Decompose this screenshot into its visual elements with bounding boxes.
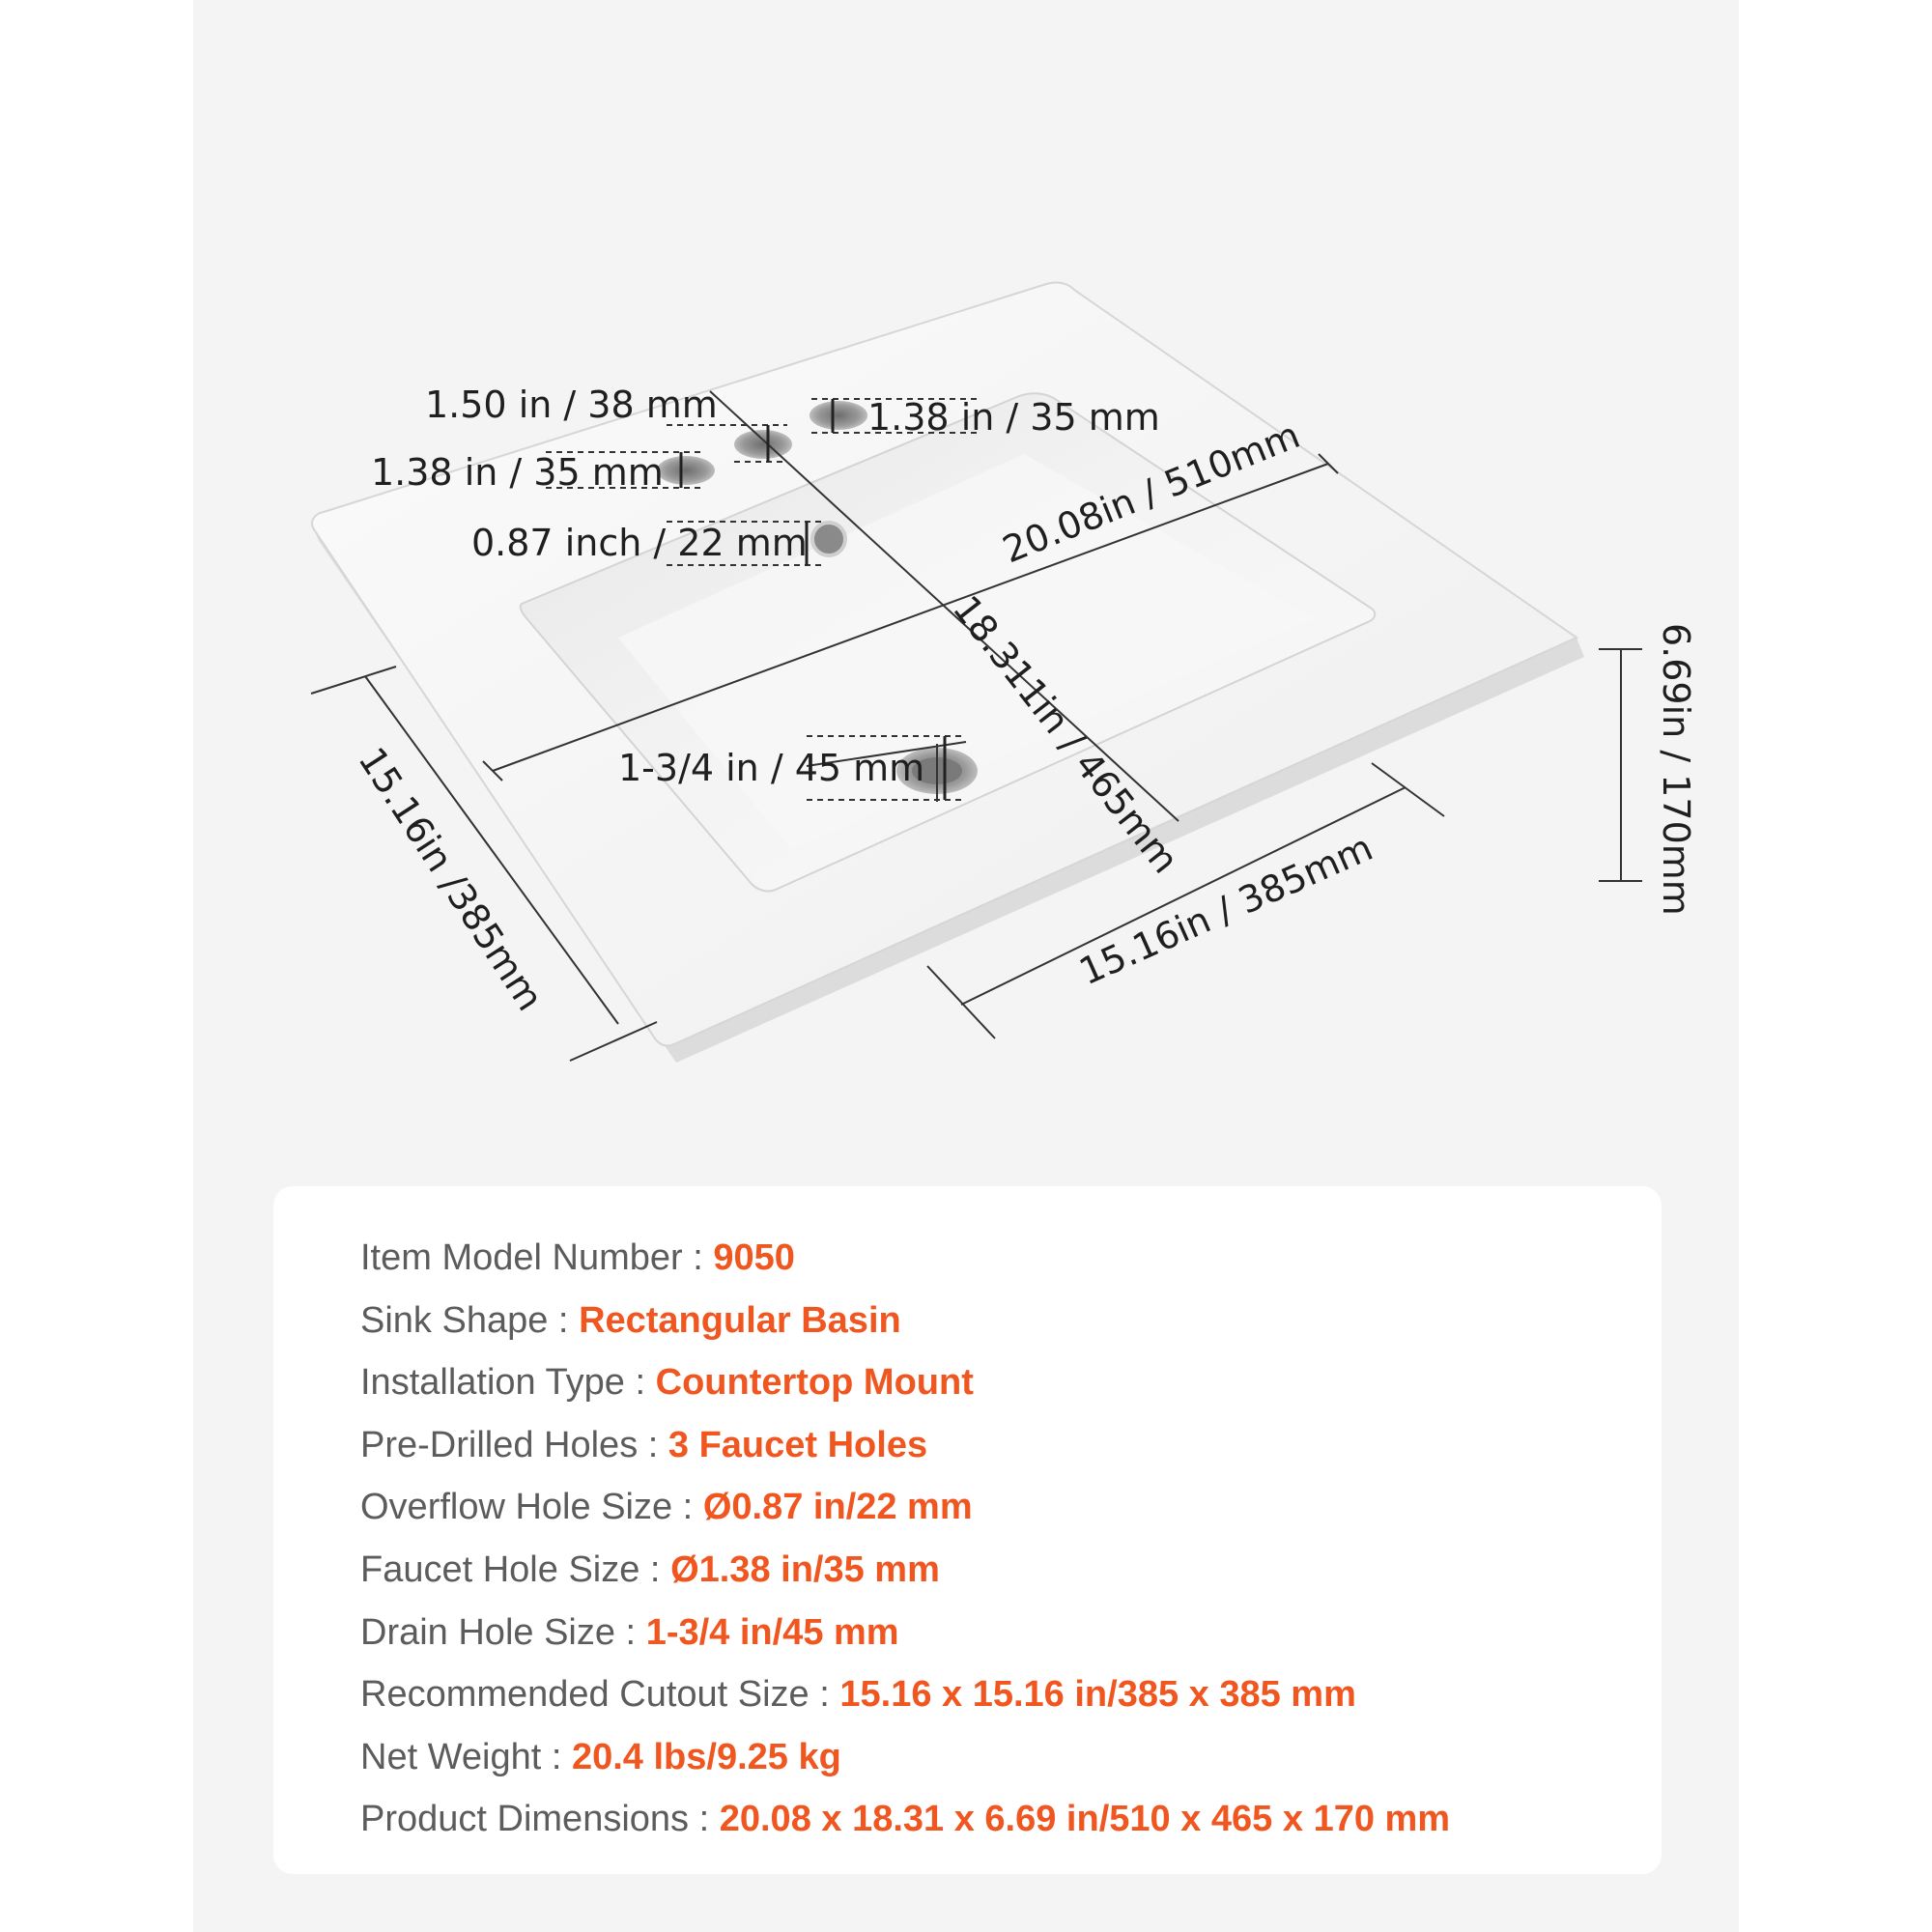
spec-label: Sink Shape <box>360 1299 549 1341</box>
drain-hole-label: 1-3/4 in / 45 mm <box>618 747 924 789</box>
spec-value: 20.4 lbs/9.25 kg <box>571 1736 841 1777</box>
spec-row-model-number: Item Model Number : 9050 <box>360 1227 1450 1290</box>
spec-label: Item Model Number <box>360 1237 683 1278</box>
spec-value: 3 Faucet Holes <box>668 1424 928 1465</box>
spec-separator: : <box>809 1674 840 1716</box>
spec-label: Installation Type <box>360 1362 625 1404</box>
sink-body <box>311 281 1584 1063</box>
spec-value: Rectangular Basin <box>579 1299 901 1341</box>
faucet-hole-middle <box>734 430 792 459</box>
spec-value: 15.16 x 15.16 in/385 x 385 mm <box>839 1674 1356 1716</box>
spec-separator: : <box>682 1237 714 1278</box>
spec-label: Recommended Cutout Size <box>360 1674 810 1716</box>
spec-separator: : <box>548 1299 580 1341</box>
overflow-hole-label: 0.87 inch / 22 mm <box>471 522 808 564</box>
spec-value: Countertop Mount <box>655 1362 974 1404</box>
spec-label: Overflow Hole Size <box>360 1487 673 1528</box>
spec-label: Net Weight <box>360 1736 542 1777</box>
overflow-hole <box>810 521 847 557</box>
spec-value: 1-3/4 in/45 mm <box>645 1611 899 1653</box>
dimension-arrows <box>679 399 947 800</box>
spec-label: Product Dimensions <box>360 1799 690 1840</box>
spec-value: 9050 <box>713 1237 795 1278</box>
sink-holes <box>657 401 978 794</box>
dimension-lines <box>310 390 1642 1062</box>
spec-separator: : <box>639 1548 671 1590</box>
spec-row-overflow-hole-size: Overflow Hole Size : Ø0.87 in/22 mm <box>360 1476 1450 1539</box>
spec-separator: : <box>541 1736 572 1777</box>
sink-basin-floor <box>618 454 1314 850</box>
faucet-hole-right-label: 1.38 in / 35 mm <box>867 396 1160 439</box>
spec-separator: : <box>672 1487 703 1528</box>
faucet-hole-left <box>657 456 715 485</box>
spec-row-drain-hole-size: Drain Hole Size : 1-3/4 in/45 mm <box>360 1602 1450 1664</box>
spec-separator: : <box>624 1362 656 1404</box>
faucet-hole-left-label: 1.38 in / 35 mm <box>371 451 664 494</box>
spec-separator: : <box>689 1799 720 1840</box>
spec-row-product-dimensions: Product Dimensions : 20.08 x 18.31 x 6.6… <box>360 1788 1450 1851</box>
faucet-hole-right <box>810 401 867 430</box>
spec-label: Drain Hole Size <box>360 1611 615 1653</box>
dimension-guides <box>546 398 980 801</box>
spec-value: 20.08 x 18.31 x 6.69 in/510 x 465 x 170 … <box>719 1799 1451 1840</box>
spec-value: Ø0.87 in/22 mm <box>702 1487 973 1528</box>
spec-separator: : <box>638 1424 668 1465</box>
spec-value: Ø1.38 in/35 mm <box>670 1548 940 1590</box>
faucet-spacing-label: 1.50 in / 38 mm <box>425 384 718 426</box>
spec-row-faucet-hole-size: Faucet Hole Size : Ø1.38 in/35 mm <box>360 1539 1450 1602</box>
spec-row-installation-type: Installation Type : Countertop Mount <box>360 1351 1450 1414</box>
spec-row-pre-drilled-holes: Pre-Drilled Holes : 3 Faucet Holes <box>360 1414 1450 1477</box>
spec-row-net-weight: Net Weight : 20.4 lbs/9.25 kg <box>360 1726 1450 1789</box>
spec-label: Pre-Drilled Holes <box>360 1424 639 1465</box>
specifications-list: Item Model Number : 9050 Sink Shape : Re… <box>360 1227 1450 1851</box>
sink-dimension-diagram: 1.50 in / 38 mm 1.38 in / 35 mm 1.38 in … <box>310 281 1697 1063</box>
spec-label: Faucet Hole Size <box>360 1548 640 1590</box>
spec-row-sink-shape: Sink Shape : Rectangular Basin <box>360 1290 1450 1352</box>
spec-row-cutout-size: Recommended Cutout Size : 15.16 x 15.16 … <box>360 1663 1450 1726</box>
height-label: 6.69in / 170mm <box>1655 623 1697 916</box>
spec-separator: : <box>615 1611 646 1653</box>
sink-drawing: 1.50 in / 38 mm 1.38 in / 35 mm 1.38 in … <box>310 281 1697 1063</box>
specifications-card: Item Model Number : 9050 Sink Shape : Re… <box>273 1186 1662 1874</box>
